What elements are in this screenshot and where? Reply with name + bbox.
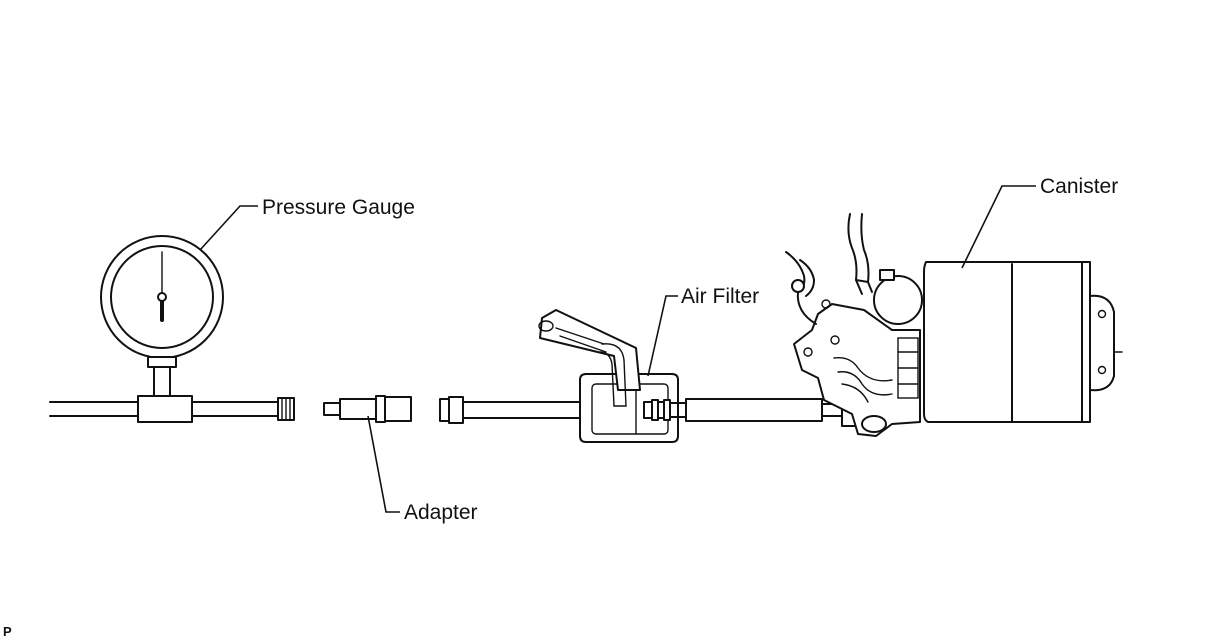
- canister: [785, 213, 1123, 437]
- adapter-leader: [367, 415, 400, 513]
- gauge-hose: [49, 395, 295, 423]
- pressure-gauge-label: Pressure Gauge: [262, 196, 415, 219]
- leader-lines: [199, 185, 1036, 513]
- air-filter-leader: [647, 295, 678, 377]
- adapter: [323, 395, 412, 423]
- air-filter: [538, 309, 679, 443]
- adapter-label: Adapter: [404, 501, 478, 524]
- corner-mark: P: [3, 624, 12, 639]
- pressure-gauge-leader: [199, 205, 258, 251]
- air-filter-label: Air Filter: [681, 285, 759, 308]
- pressure-gauge: [100, 235, 224, 398]
- canister-leader: [961, 185, 1036, 269]
- canister-label: Canister: [1040, 175, 1118, 198]
- filter-inlet-hose: [439, 396, 581, 424]
